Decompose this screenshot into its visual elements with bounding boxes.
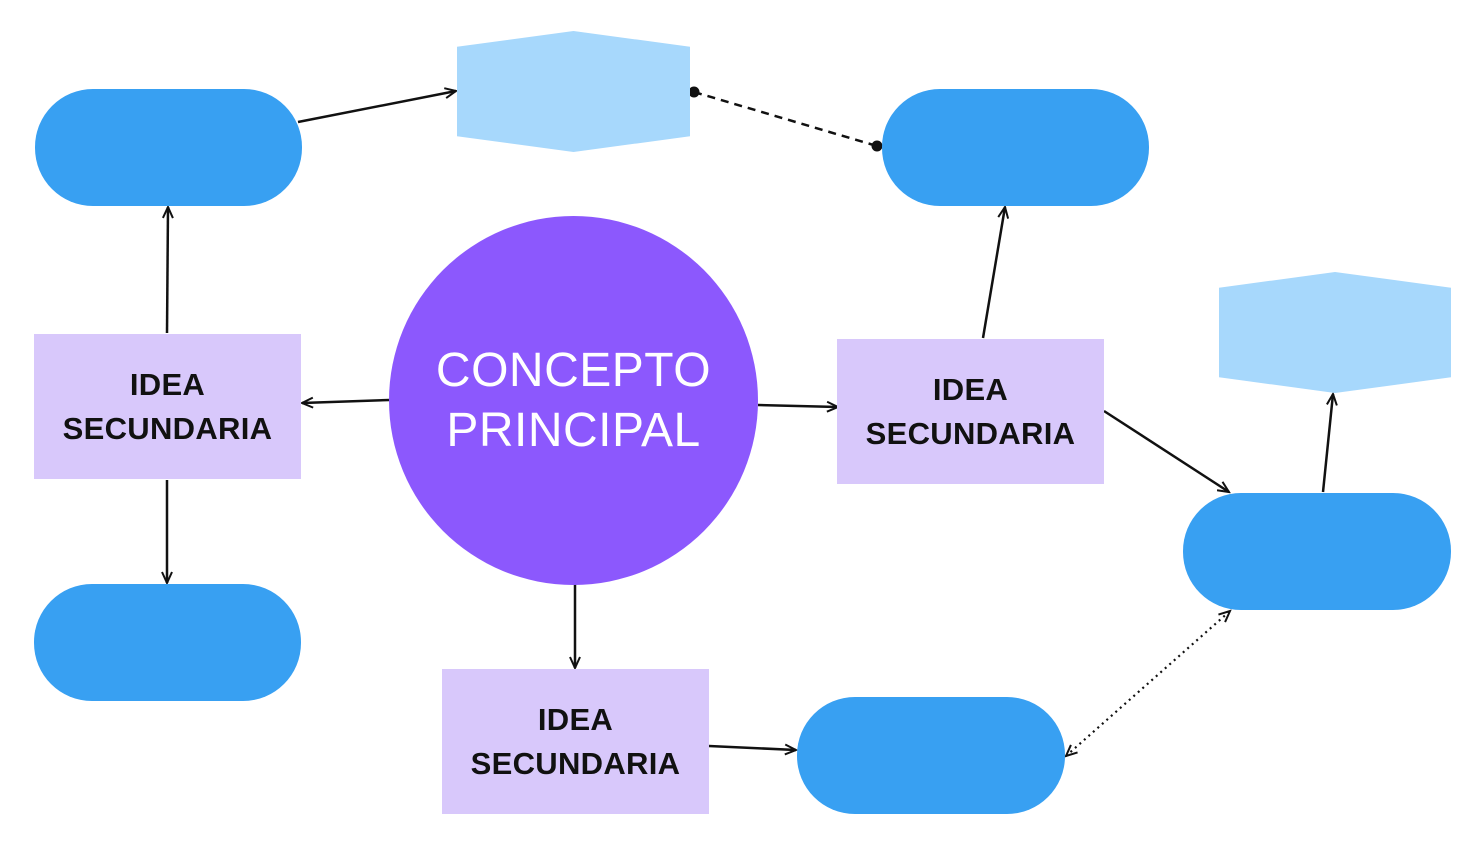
connector-central-to-idea-left <box>302 400 390 403</box>
connector-pill-top-left-to-hex-top <box>297 91 456 124</box>
idea-bottom: IDEA SECUNDARIA <box>442 669 709 814</box>
connector-idea-left-to-pill-top-left <box>167 207 168 334</box>
idea-left-label: IDEA SECUNDARIA <box>62 366 273 446</box>
pill-bottom-left <box>34 584 301 701</box>
hex-right <box>1219 272 1451 393</box>
central-concept: CONCEPTO PRINCIPAL <box>389 216 758 585</box>
connector-central-to-idea-right <box>757 405 838 407</box>
connector-dot-end <box>871 140 883 152</box>
pill-bottom <box>797 697 1065 814</box>
central-concept-label: CONCEPTO PRINCIPAL <box>435 343 712 457</box>
pill-right <box>1183 493 1451 610</box>
pill-top-right <box>882 89 1149 206</box>
idea-left: IDEA SECUNDARIA <box>34 334 301 479</box>
connector-hex-top-to-pill-top-right <box>693 90 878 148</box>
idea-right: IDEA SECUNDARIA <box>837 339 1104 484</box>
connector-idea-right-to-pill-top-right <box>981 207 1005 339</box>
pill-top-left <box>35 89 302 206</box>
connector-pill-right-to-hex-right <box>1321 394 1333 493</box>
connector-dot-start <box>688 86 700 98</box>
connector-idea-right-to-pill-right <box>1103 409 1229 492</box>
idea-bottom-label: IDEA SECUNDARIA <box>470 701 681 781</box>
connector-pill-bottom-to-pill-right <box>1066 611 1230 756</box>
connector-idea-bottom-to-pill-bottom <box>708 746 796 750</box>
idea-right-label: IDEA SECUNDARIA <box>865 371 1076 451</box>
hex-top <box>457 31 690 152</box>
